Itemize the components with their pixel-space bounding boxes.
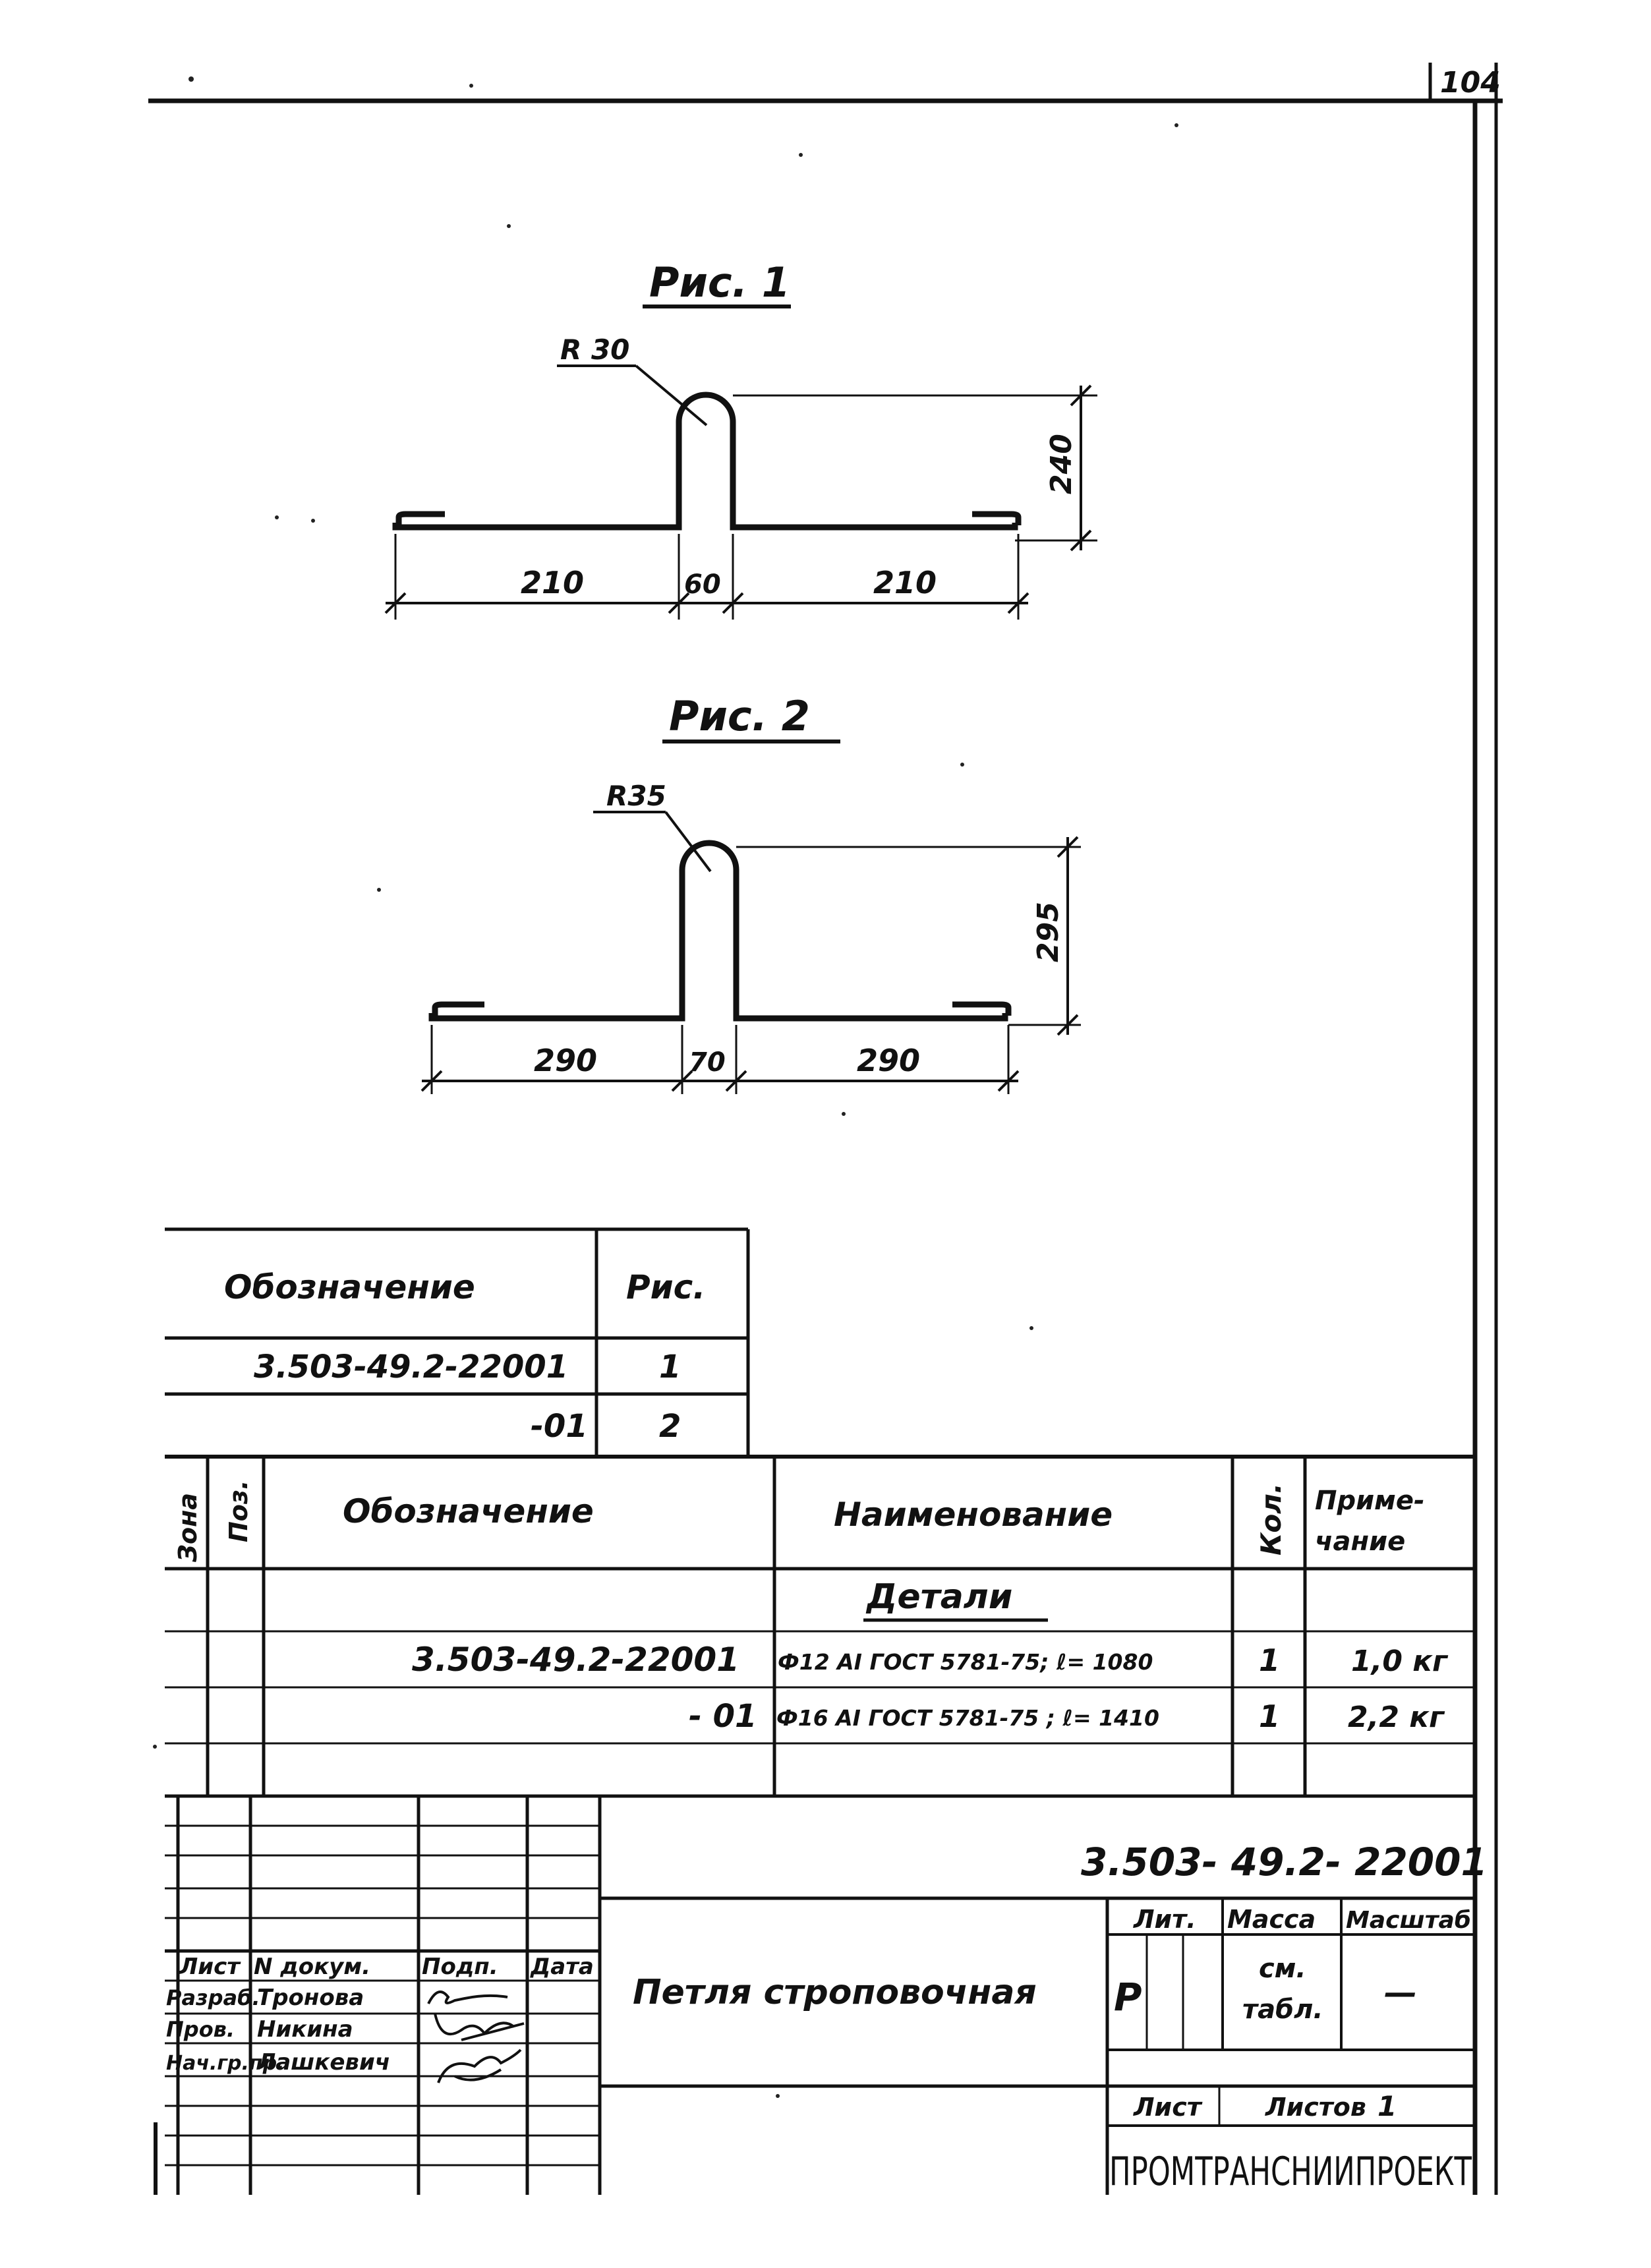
radius-label-1: R 30 (560, 334, 629, 366)
height-label-1: 240 (1045, 434, 1078, 494)
spec-row-1-note: 1,0 кг (1351, 1644, 1449, 1678)
signature-1 (427, 1991, 508, 2004)
scale-label: Масштаб (1346, 1907, 1471, 1934)
signature-3 (437, 2049, 522, 2083)
spec-row-1-designation: 3.503-49.2-22001 (412, 1641, 739, 1679)
variant-row-1-designation: 3.503-49.2-22001 (254, 1349, 568, 1385)
lit-value: Р (1114, 1975, 1142, 2020)
figure-2-title: Рис. 2 (669, 692, 810, 740)
dim-right-1: 210 (873, 565, 937, 600)
spec-header-name: Наименование (834, 1496, 1113, 1534)
loop-outline-1 (392, 392, 1018, 531)
spec-row-1-name: Ф12 АI ГОСТ 5781-75; ℓ= 1080 (778, 1649, 1153, 1675)
document-code: 3.503- 49.2- 22001 (1081, 1840, 1488, 1884)
mass-value-1: см. (1259, 1954, 1306, 1984)
dim-left-1: 210 (521, 565, 584, 600)
role-developer: Разраб. (166, 1985, 260, 2010)
mass-label: Масса (1227, 1905, 1316, 1934)
signature-2 (434, 2013, 525, 2041)
spec-header-note-2: чание (1315, 1527, 1405, 1557)
hook-left-1 (395, 511, 445, 525)
hook-right-1 (972, 511, 1022, 525)
spec-header-zone: Зона (173, 1493, 202, 1563)
spec-row-2-qty: 1 (1259, 1699, 1280, 1734)
scan-specks (153, 76, 1178, 2098)
height-label-2: 295 (1031, 902, 1065, 962)
spec-header-pos: Поз. (224, 1480, 253, 1542)
dim-right-2: 290 (857, 1043, 920, 1078)
spec-section-title: Детали (865, 1577, 1012, 1617)
col-header-signature: Подп. (422, 1954, 498, 1980)
col-header-sheet: Лист (179, 1954, 241, 1980)
spec-row-1-qty: 1 (1259, 1643, 1280, 1678)
hook-right-2 (952, 1001, 1012, 1016)
figure-1: Рис. 1 R 30 240 210 60 210 (384, 258, 1097, 620)
name-developer: Тронова (257, 1985, 364, 2011)
col-header-date: Дата (530, 1954, 594, 1980)
organization-name: ПРОМТРАНСНИИПРОЕКТ (1109, 2149, 1472, 2195)
variant-table: Обозначение Рис. 3.503-49.2-22001 1 -01 … (165, 1227, 750, 1457)
dim-center-2: 70 (689, 1047, 726, 1078)
sheets-value: 1 (1377, 2090, 1397, 2122)
figure-2: Рис. 2 R35 295 290 70 290 (420, 692, 1081, 1094)
spec-row-2-designation: - 01 (689, 1698, 757, 1735)
variant-row-2-figure: 2 (659, 1408, 681, 1445)
variant-header-designation: Обозначение (224, 1268, 475, 1306)
name-group-head: Лашкевич (256, 2049, 390, 2076)
figure-1-title: Рис. 1 (649, 258, 790, 306)
spec-row-2-name: Ф16 АI ГОСТ 5781-75 ; ℓ= 1410 (776, 1705, 1159, 1731)
role-group-head: Нач.гр.пр. (166, 2052, 285, 2075)
col-header-doc-number: N докум. (254, 1954, 370, 1980)
document-name: Петля строповочная (633, 1973, 1037, 2012)
hook-left-2 (432, 1001, 484, 1016)
sheet-frame (148, 63, 1503, 2195)
spec-table: Зона Поз. Обозначение Наименование Кол. … (165, 1455, 1475, 1798)
sheets-label: Листов (1265, 2093, 1366, 2122)
dim-center-1: 60 (684, 569, 721, 600)
variant-row-2-designation: -01 (531, 1408, 588, 1445)
radius-label-2: R35 (606, 780, 666, 812)
scale-value: — (1384, 1973, 1417, 2012)
variant-header-figure: Рис. (626, 1268, 705, 1306)
spec-header-qty: Кол. (1255, 1483, 1287, 1556)
sheet-label: Лист (1133, 2093, 1203, 2122)
spec-row-2-note: 2,2 кг (1348, 1701, 1445, 1734)
mass-value-2: табл. (1242, 1994, 1323, 2025)
sheet-number: 104 (1440, 66, 1501, 100)
title-block: Лист N докум. Подп. Дата Разраб. Тронова… (165, 1796, 1488, 2195)
spec-header-designation: Обозначение (343, 1492, 594, 1530)
loop-outline-2 (428, 840, 1008, 1022)
spec-header-note-1: Приме- (1315, 1486, 1425, 1516)
dim-left-2: 290 (534, 1043, 597, 1078)
variant-row-1-figure: 1 (659, 1349, 681, 1385)
role-checker: Пров. (166, 2017, 235, 2042)
lit-label: Лит. (1133, 1905, 1196, 1934)
name-checker: Никина (257, 2016, 353, 2043)
